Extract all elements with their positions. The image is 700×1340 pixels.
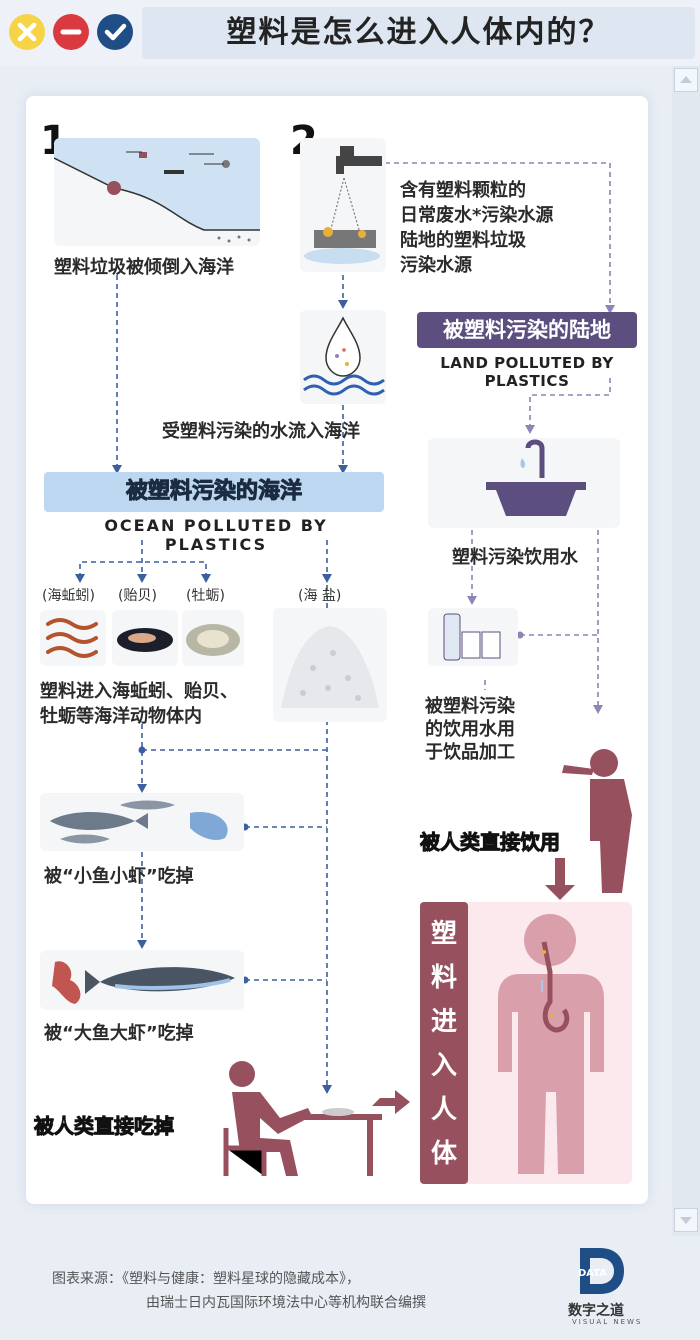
minus-icon [60, 29, 82, 35]
label-sandworm: (海蚯蚓) [42, 588, 95, 604]
animals-caption-line: 塑料进入海蚯蚓、贻贝、 [40, 681, 238, 702]
beverage-line: 于饮品加工 [425, 742, 515, 763]
confirm-button[interactable] [97, 14, 133, 50]
brand-logo-icon [580, 1248, 624, 1294]
oyster-icon [182, 610, 244, 666]
scroll-up-button[interactable] [674, 68, 698, 92]
land-banner [417, 312, 637, 348]
brand-sub: VISUAL NEWS [572, 1318, 643, 1326]
big-fish-lobster-icon [40, 950, 244, 1010]
human-body-icon [498, 914, 604, 1174]
vertical-char: 料 [430, 963, 457, 993]
animals-caption-line: 牡蛎等海洋动物体内 [40, 706, 202, 727]
source-line-2: 由瑞士日内瓦国际环境法中心等机构联合编撰 [146, 1295, 426, 1311]
drinking-caption: 塑料污染饮用水 [452, 547, 578, 568]
vertical-char: 人 [430, 1095, 457, 1125]
label-mussel: (贻贝) [118, 588, 157, 604]
drink-caption: 被人类直接饮用 [420, 830, 561, 855]
mussel-icon [112, 610, 178, 666]
vertical-char: 入 [430, 1051, 457, 1081]
check-icon [104, 23, 127, 41]
title-box [142, 7, 695, 59]
ocean-banner [44, 472, 384, 512]
water-caption: 受塑料污染的水流入海洋 [162, 421, 360, 442]
sources-text: 含有塑料颗粒的 日常废水*污染水源 陆地的塑料垃圾 污染水源 [400, 178, 553, 278]
close-button[interactable] [9, 14, 45, 50]
page-title: 塑料是怎么进入人体内的？ [226, 15, 611, 50]
big-fish-caption: 被“大鱼大虾”吃掉 [44, 1023, 194, 1044]
eat-caption: 被人类直接吃掉 [34, 1114, 175, 1139]
chevron-up-icon [680, 76, 692, 83]
land-title: 被塑料污染的陆地 [443, 318, 611, 342]
source-line: 含有塑料颗粒的 [400, 180, 526, 201]
scrollbar[interactable] [672, 66, 700, 1236]
small-fish-caption: 被“小鱼小虾”吃掉 [44, 866, 194, 887]
source-line-1: 图表来源：《塑料与健康：塑料星球的隐藏成本》， [52, 1271, 360, 1287]
person-drinking-icon [562, 749, 632, 893]
sea-salt-icon [273, 608, 387, 722]
minimize-button[interactable] [53, 14, 89, 50]
faucet-icon [300, 138, 386, 272]
vertical-char: 体 [430, 1139, 457, 1169]
person-eating-icon [223, 1061, 382, 1176]
ocean-subtitle: OCEAN POLLUTED BY PLASTICS [104, 516, 328, 554]
beverage-caption: 被塑料污染 的饮用水用 于饮品加工 [425, 695, 515, 764]
beverage-icon [428, 608, 518, 666]
small-fish-shrimp-icon [40, 793, 244, 851]
beverage-line: 被塑料污染 [425, 696, 515, 717]
label-sea-salt: (海 盐) [298, 588, 342, 604]
vertical-text: 塑 料 进 入 人 体 [420, 912, 468, 1176]
vertical-banner [420, 902, 468, 1184]
ocean-title: 被塑料污染的海洋 [125, 479, 302, 505]
brand-name: 数字之道 [568, 1303, 624, 1319]
sandworm-icon [40, 610, 106, 666]
source-line: 陆地的塑料垃圾 [400, 230, 526, 251]
vertical-char: 进 [430, 1007, 457, 1037]
ocean-dump-illustration [54, 138, 260, 246]
animals-caption: 塑料进入海蚯蚓、贻贝、 牡蛎等海洋动物体内 [40, 679, 238, 729]
chevron-down-icon [680, 1217, 692, 1224]
label-oyster: (牡蛎) [186, 588, 225, 604]
source-line: 污染水源 [400, 255, 472, 276]
logo-text: DATA [578, 1268, 608, 1279]
close-icon [17, 22, 37, 42]
land-subtitle: LAND POLLUTED BY PLASTICS [440, 354, 614, 390]
sink-icon [428, 438, 620, 528]
water-drop-icon [300, 310, 386, 404]
vertical-char: 塑 [430, 919, 457, 949]
beverage-line: 的饮用水用 [425, 719, 515, 740]
scroll-down-button[interactable] [674, 1208, 698, 1232]
source-line: 日常废水*污染水源 [400, 205, 554, 226]
dump-caption: 塑料垃圾被倾倒入海洋 [54, 257, 234, 278]
